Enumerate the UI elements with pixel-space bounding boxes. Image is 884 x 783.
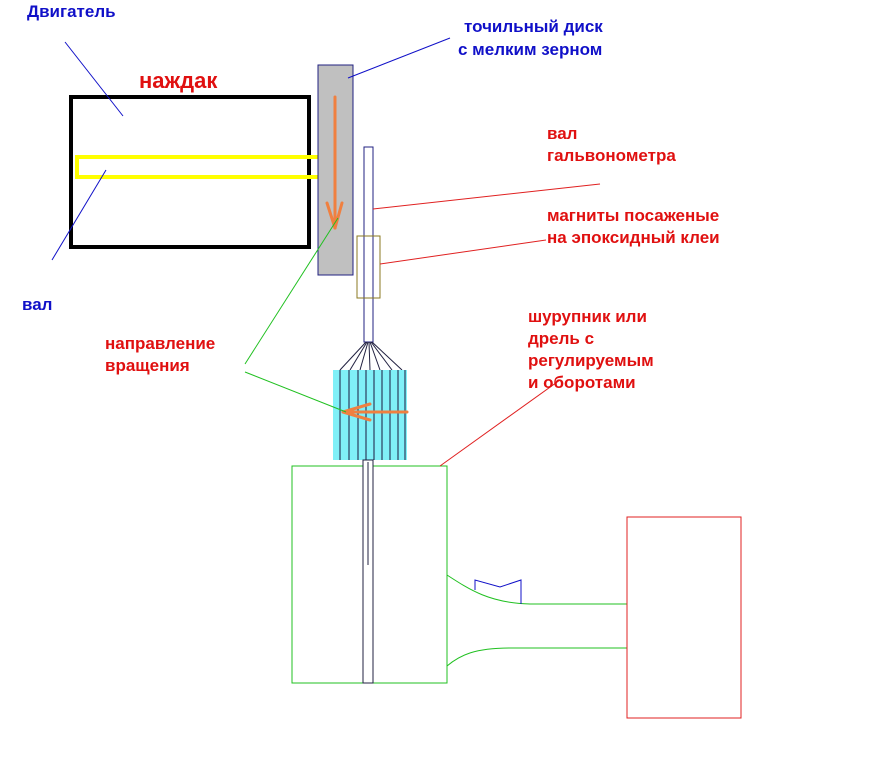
- leader-rotation-chuck: [244, 371, 347, 413]
- label-grinder: наждак: [139, 68, 218, 93]
- drill-neck-bottom: [446, 647, 627, 667]
- leader-rotation-disc: [244, 217, 339, 365]
- motor-body: [69, 95, 311, 249]
- galvanometer-shaft: [363, 146, 374, 343]
- label-rotation-line1: направление: [105, 334, 216, 353]
- label-shaft: вал: [22, 295, 53, 314]
- drill-chuck: [333, 370, 407, 460]
- label-drill-line4: и оборотами: [528, 373, 636, 392]
- drill-trigger: [474, 579, 522, 604]
- drill-spindle: [362, 459, 374, 684]
- magnet-block: [356, 235, 381, 299]
- leader-shaft: [51, 169, 107, 261]
- label-drill-line3: регулируемым: [528, 351, 654, 370]
- leader-disc: [347, 37, 451, 79]
- label-rotation-line2: вращения: [105, 356, 190, 375]
- chuck-rotation-arrow: [341, 402, 409, 422]
- drill-neck-top: [446, 574, 627, 605]
- leader-motor: [64, 41, 124, 117]
- leader-galvo-shaft: [372, 183, 601, 210]
- leader-drill: [439, 379, 561, 467]
- chuck-jaw-lines: [339, 341, 403, 371]
- leader-magnets: [379, 239, 547, 265]
- label-motor: Двигатель: [27, 2, 116, 21]
- label-magnets-line1: магниты посаженые: [547, 206, 720, 225]
- motor-shaft: [75, 155, 318, 179]
- label-galvo-shaft-line1: вал: [547, 124, 578, 143]
- label-magnets-line2: на эпоксидный клеи: [547, 228, 720, 247]
- disc-rotation-arrow: [325, 95, 344, 230]
- label-drill-line1: шурупник или: [528, 307, 647, 326]
- label-disc-line2: с мелким зерном: [458, 40, 603, 59]
- label-drill-line2: дрель с: [528, 329, 595, 348]
- drill-handle: [626, 516, 742, 719]
- label-disc-line1: точильный диск: [464, 17, 603, 36]
- label-galvo-shaft-line2: гальвонометра: [547, 146, 676, 165]
